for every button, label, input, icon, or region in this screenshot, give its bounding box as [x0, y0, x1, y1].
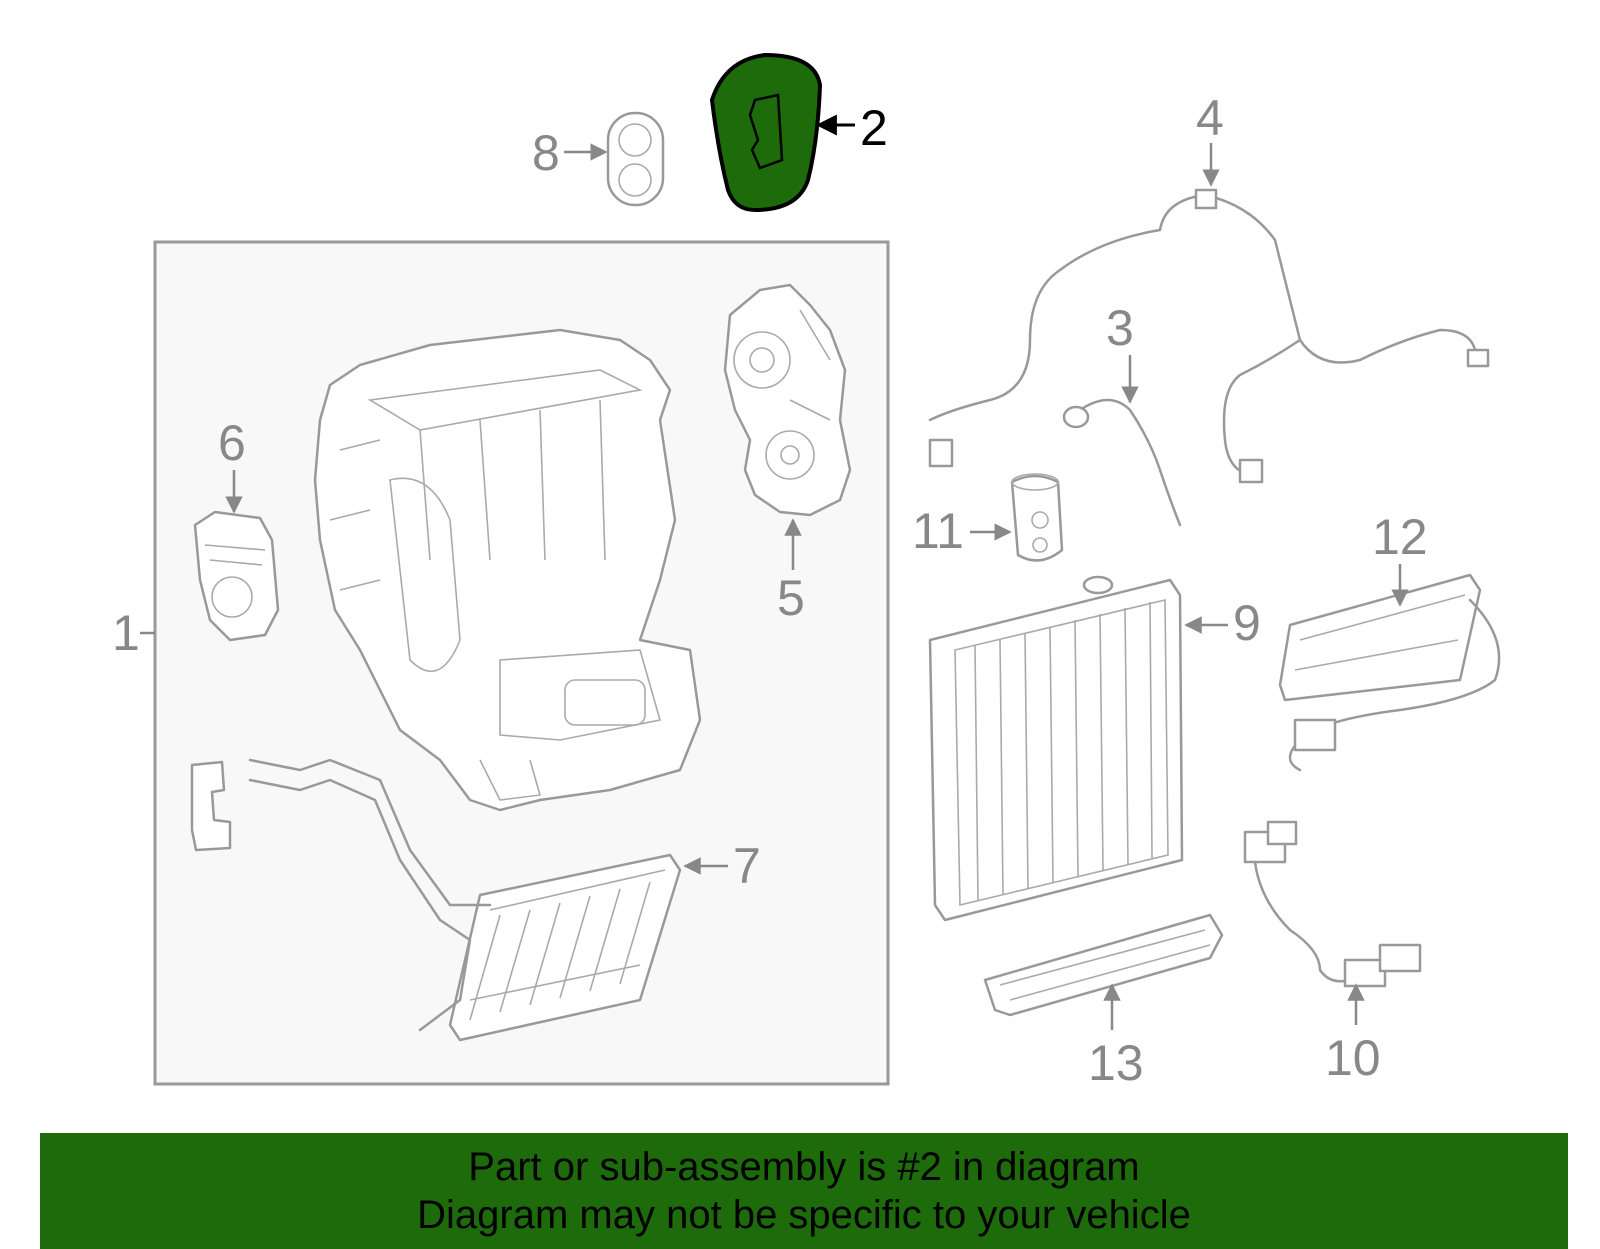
callout-9: 9: [1233, 595, 1261, 651]
callout-10: 10: [1325, 1030, 1381, 1086]
callout-13: 13: [1088, 1035, 1144, 1091]
part-4-wire-harness: [928, 188, 1490, 484]
callout-3: 3: [1106, 300, 1134, 356]
part-8-grommet: [606, 111, 665, 207]
part-12-heater: [1278, 573, 1501, 772]
part-2-seal-highlighted: [709, 52, 823, 213]
part-13-drain-pan: [983, 913, 1224, 1017]
parts-diagram: 1 2 3 4 5 6 7 8 9 10 11 12 13: [112, 52, 1501, 1091]
callout-6: 6: [218, 415, 246, 471]
info-banner: Part or sub-assembly is #2 in diagram Di…: [40, 1133, 1568, 1249]
callout-8: 8: [532, 125, 560, 181]
callout-5: 5: [777, 570, 805, 626]
callout-4: 4: [1196, 90, 1224, 146]
callout-2: 2: [860, 100, 888, 156]
banner-line-2: Diagram may not be specific to your vehi…: [417, 1193, 1191, 1237]
part-6-servo-motor: [193, 510, 280, 642]
part-3-hose: [1062, 398, 1182, 527]
callout-7: 7: [733, 838, 761, 894]
part-9-evaporator: [928, 575, 1184, 922]
callout-1: 1: [112, 605, 140, 661]
part-11-expansion-valve: [1010, 473, 1064, 562]
part-1-hvac-housing: [313, 328, 702, 812]
callout-11: 11: [912, 503, 964, 559]
part-5-actuator-assembly: [723, 283, 852, 517]
banner-line-1: Part or sub-assembly is #2 in diagram: [468, 1145, 1140, 1189]
part-7-heater-core: [190, 758, 682, 1042]
callout-12: 12: [1372, 509, 1428, 565]
part-10-sensor: [1243, 820, 1422, 988]
